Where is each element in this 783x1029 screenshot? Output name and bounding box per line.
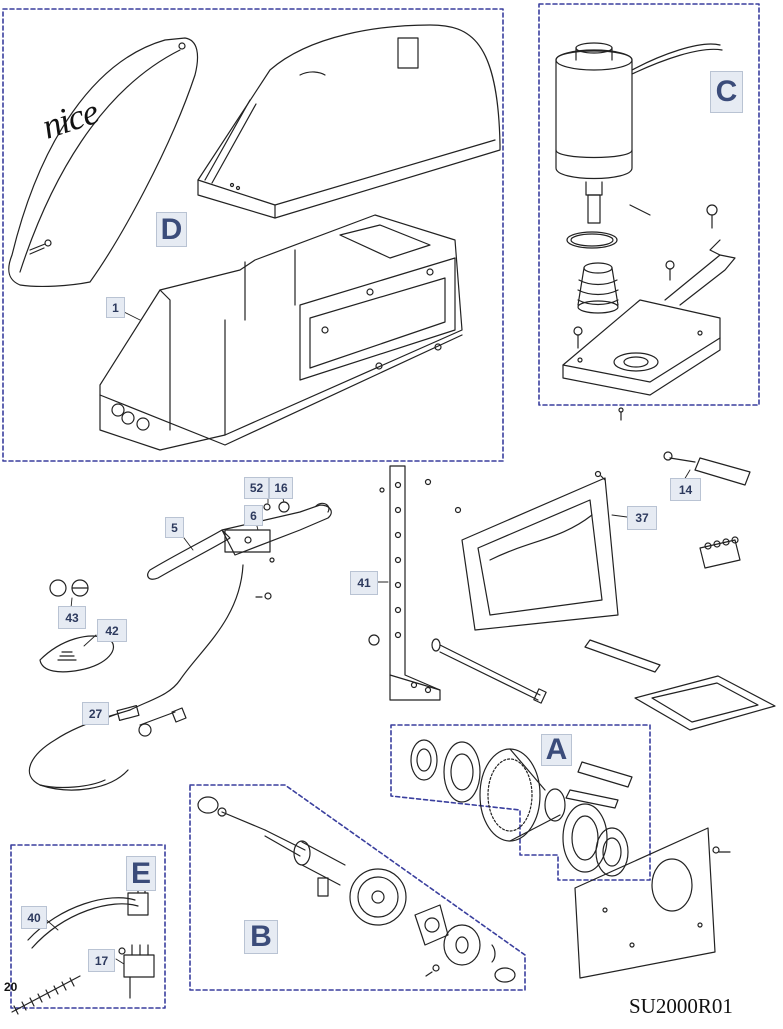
mounting-bracket (368, 465, 441, 701)
release-cable (28, 564, 244, 791)
spring-20 (11, 975, 81, 1015)
housing-base-frame (99, 214, 463, 451)
motor-oring (566, 231, 618, 249)
gear-assembly-a (410, 739, 633, 877)
part-label-40: 40 (21, 906, 47, 929)
frame-d (2, 8, 504, 462)
gear-assembly-b (197, 796, 516, 983)
part-label-37: 37 (627, 506, 657, 530)
section-label-b: B (244, 920, 278, 954)
worm-screw (577, 262, 619, 314)
frame-b (189, 784, 526, 991)
part-label-17: 17 (88, 949, 115, 972)
housing-front-cover (8, 37, 199, 288)
section-label-a: A (541, 733, 572, 766)
output-plate (574, 827, 731, 979)
section-label-c: C (710, 71, 743, 113)
key-parts (39, 579, 115, 673)
housing-top-cover (197, 24, 501, 219)
part-label-6: 6 (244, 505, 263, 526)
part-label-16: 16 (269, 477, 293, 499)
part-label-1: 1 (106, 297, 125, 318)
gasket (461, 477, 619, 631)
frame-c (538, 3, 760, 406)
group-frames (2, 3, 760, 1009)
part-label-5: 5 (165, 517, 184, 538)
part-label-27: 27 (82, 702, 109, 725)
frame-a (390, 724, 651, 881)
part-label-52: 52 (244, 477, 269, 499)
small-screws-middle (454, 470, 606, 514)
part-label-42: 42 (97, 619, 127, 642)
part-label-20: 20 (4, 980, 18, 994)
flat-strip (584, 639, 661, 673)
section-label-d: D (156, 212, 187, 247)
part-label-41: 41 (350, 571, 378, 595)
motor-unit (555, 42, 723, 224)
terminal-block (699, 536, 741, 569)
frame-plate (634, 675, 776, 731)
drawing-code: SU2000R01 (629, 994, 733, 1018)
part-label-43: 43 (58, 606, 86, 629)
c-screws (573, 204, 718, 421)
long-bolt (431, 638, 547, 704)
frame-e (10, 844, 166, 1009)
motor-bracket (562, 239, 736, 396)
part-label-14: 14 (670, 478, 701, 501)
release-lever (147, 501, 332, 600)
limit-switch-e (27, 879, 155, 999)
cable-connector (663, 451, 751, 486)
section-label-e: E (126, 856, 156, 891)
